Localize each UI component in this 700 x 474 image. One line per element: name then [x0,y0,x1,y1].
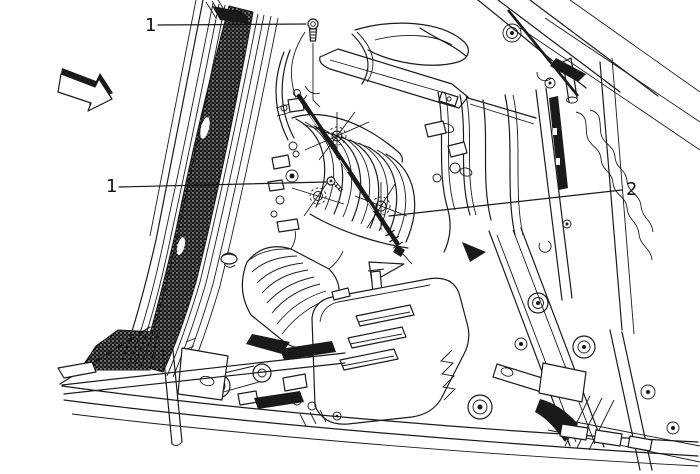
fuel-feed-pipe [293,89,413,294]
front-support [57,347,700,467]
small-components-left [267,154,300,233]
air-cleaner-cover [299,277,470,427]
engine-harness [424,91,524,262]
cowl-panel [59,0,279,385]
callout-2: 2 [388,179,637,217]
upper-bolt [300,18,321,108]
upper-engine-covers [319,22,537,125]
callout-1-lower-label: 1 [106,176,117,197]
lower-bolt [326,176,344,193]
hood-edge-lines [477,0,700,151]
callout-1-upper-leader [157,23,307,26]
callout-1-upper: 1 [145,15,307,36]
callout-1-lower-leader [118,181,327,188]
view-direction-arrow-icon [57,68,113,112]
intake-manifold [267,91,524,262]
frame-rail [467,227,680,448]
callout-2-leader [388,189,623,217]
strut-tower [535,57,654,471]
callout-1-upper-label: 1 [145,15,156,36]
callout-1-lower: 1 [106,176,327,197]
callout-2-label: 2 [626,179,637,200]
